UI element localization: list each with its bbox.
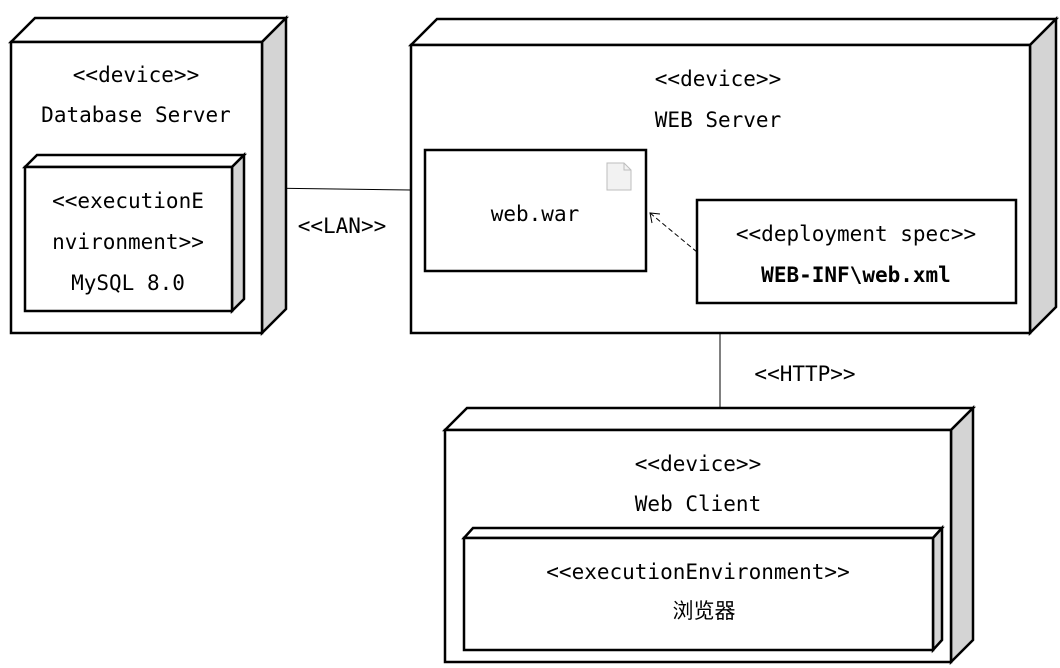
deployment-spec-box	[695, 198, 1018, 305]
browser-env-face	[462, 536, 935, 652]
web-client-stereotype: <<device>>	[635, 452, 761, 476]
web-server-node: <<device>> WEB Server web.war <<deployme…	[407, 15, 1060, 337]
database-server-stereotype: <<device>>	[73, 63, 199, 87]
database-server-node: <<device>> Database Server <<executionE …	[7, 14, 290, 337]
browser-env-stereotype: <<executionEnvironment>>	[546, 560, 849, 584]
mysql-env-stereotype-line2: nvironment>>	[52, 230, 204, 254]
web-client-node-side	[949, 404, 975, 666]
dependency-arrow	[649, 212, 698, 253]
browser-env-name: 浏览器	[673, 599, 736, 623]
mysql-env-name: MySQL 8.0	[71, 271, 185, 295]
database-server-name: Database Server	[41, 103, 231, 127]
mysql-execution-environment: <<executionE nvironment>> MySQL 8.0	[21, 151, 248, 315]
deployment-spec: <<deployment spec>> WEB-INF\web.xml	[695, 198, 1018, 305]
browser-execution-environment: <<executionEnvironment>> 浏览器	[461, 524, 945, 654]
web-client-name: Web Client	[635, 492, 761, 516]
document-icon	[606, 162, 632, 191]
database-server-node-top	[7, 16, 290, 44]
web-war-artifact-name: web.war	[491, 202, 580, 226]
web-client-node-top	[441, 406, 977, 432]
web-server-node-top	[407, 17, 1060, 47]
mysql-env-face	[23, 165, 234, 313]
web-war-artifact-box	[423, 148, 648, 273]
web-client-node: <<device>> Web Client <<executionEnviron…	[441, 404, 977, 666]
browser-env-side	[931, 524, 944, 654]
mysql-env-stereotype-line1: <<executionE	[52, 189, 204, 213]
web-war-artifact: web.war	[423, 148, 648, 273]
database-server-node-side	[260, 14, 288, 337]
deployment-spec-name: WEB-INF\web.xml	[761, 263, 951, 287]
web-server-stereotype: <<device>>	[655, 67, 781, 91]
mysql-env-side	[230, 151, 246, 315]
deployment-spec-stereotype: <<deployment spec>>	[736, 222, 976, 246]
web-server-node-side	[1028, 15, 1058, 337]
http-link-label: <<HTTP>>	[754, 362, 855, 386]
mysql-env-top	[21, 153, 248, 169]
browser-env-top	[461, 526, 945, 540]
web-server-name: WEB Server	[655, 108, 781, 132]
lan-link-label: <<LAN>>	[298, 214, 387, 238]
